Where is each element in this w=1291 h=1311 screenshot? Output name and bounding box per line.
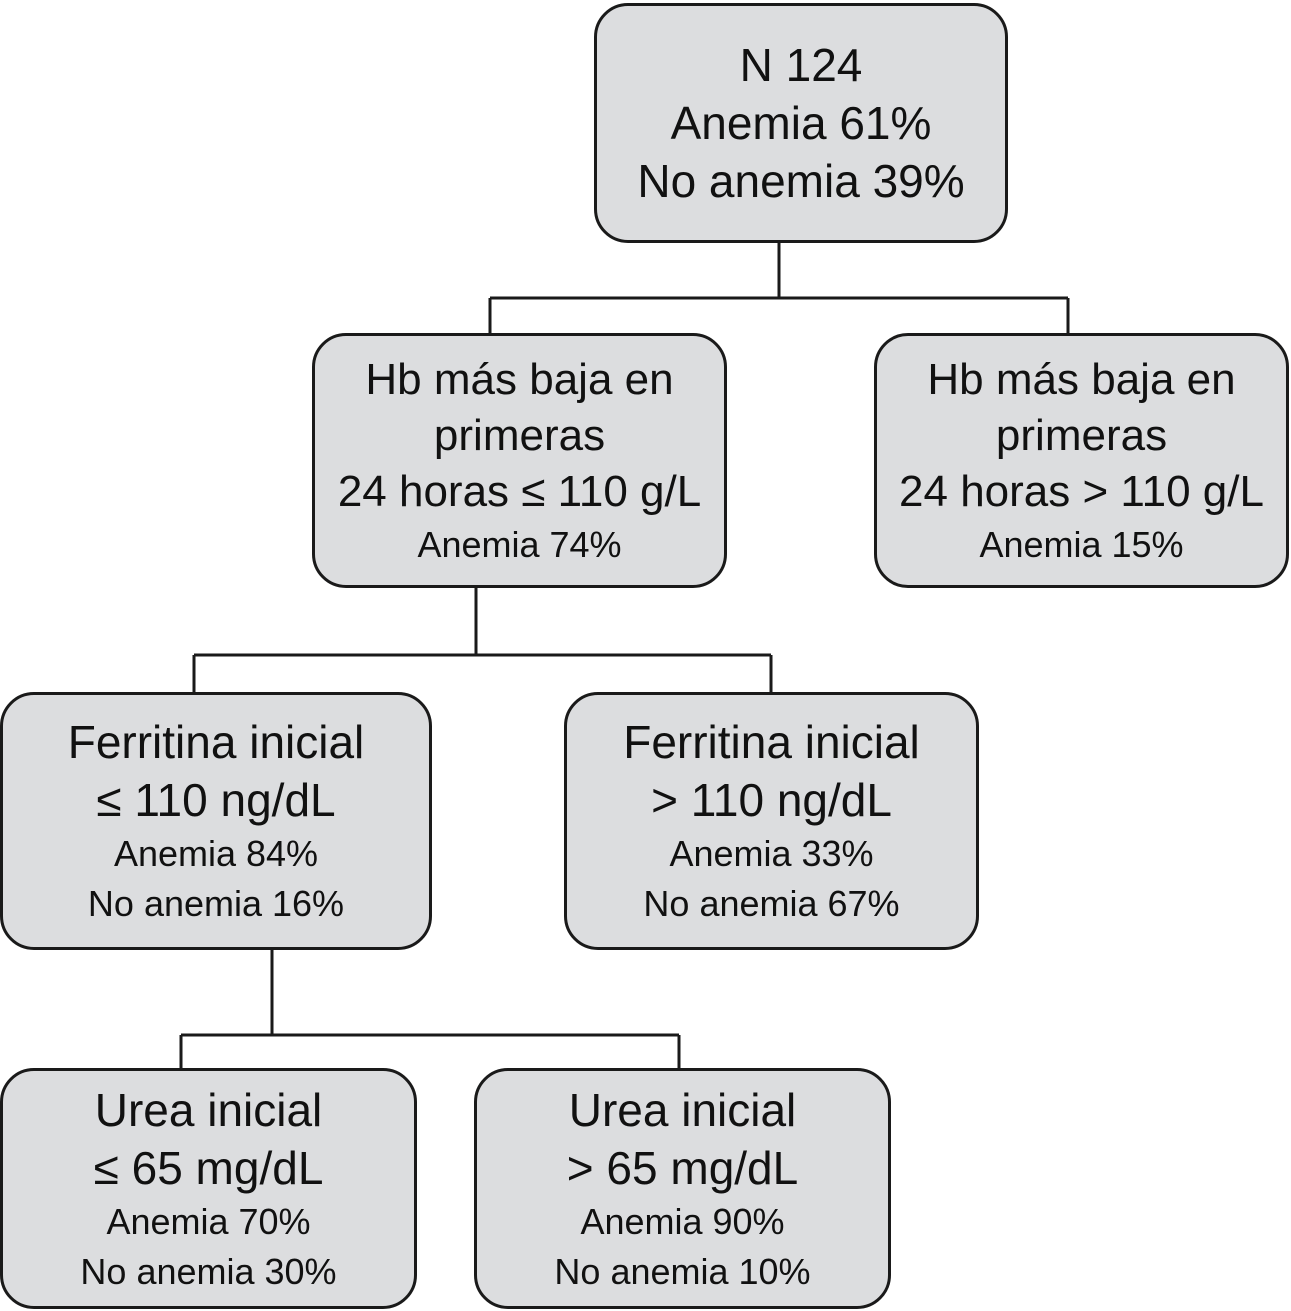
ferritin-low-no-anemia: No anemia 16% (87, 883, 345, 924)
urea-high-node: Urea inicial > 65 mg/dL Anemia 90% No an… (474, 1068, 891, 1309)
urea-low-anemia: Anemia 70% (106, 1200, 311, 1242)
ferritin-low-threshold: ≤ 110 ng/dL (96, 774, 336, 826)
urea-low-no-anemia: No anemia 30% (80, 1250, 337, 1292)
urea-high-threshold: > 65 mg/dL (566, 1141, 799, 1194)
ferritin-high-node: Ferritina inicial > 110 ng/dL Anemia 33%… (564, 692, 979, 950)
hb-high-label-2: primeras (995, 410, 1168, 460)
hb-low-anemia: Anemia 74% (417, 523, 622, 565)
hb-high-label-1: Hb más baja en (927, 354, 1236, 404)
ferritin-high-threshold: > 110 ng/dL (651, 774, 892, 826)
urea-low-label: Urea inicial (94, 1083, 323, 1136)
hb-low-node: Hb más baja en primeras 24 horas ≤ 110 g… (312, 333, 727, 588)
root-node: N 124 Anemia 61% No anemia 39% (594, 3, 1008, 243)
ferritin-high-anemia: Anemia 33% (669, 833, 874, 874)
root-total: N 124 (739, 39, 863, 91)
ferritin-low-label: Ferritina inicial (67, 716, 365, 768)
urea-low-threshold: ≤ 65 mg/dL (93, 1141, 324, 1194)
urea-low-node: Urea inicial ≤ 65 mg/dL Anemia 70% No an… (0, 1068, 417, 1309)
hb-low-threshold: 24 horas ≤ 110 g/L (337, 466, 702, 516)
root-no-anemia: No anemia 39% (637, 155, 965, 207)
ferritin-high-label: Ferritina inicial (623, 716, 920, 768)
urea-high-label: Urea inicial (568, 1083, 797, 1136)
hb-high-threshold: 24 horas > 110 g/L (899, 466, 1264, 516)
ferritin-low-anemia: Anemia 84% (113, 833, 319, 874)
ferritin-low-node: Ferritina inicial ≤ 110 ng/dL Anemia 84%… (0, 692, 432, 950)
hb-high-node: Hb más baja en primeras 24 horas > 110 g… (874, 333, 1289, 588)
urea-high-no-anemia: No anemia 10% (554, 1250, 811, 1292)
hb-high-anemia: Anemia 15% (979, 523, 1184, 565)
urea-high-anemia: Anemia 90% (580, 1200, 785, 1242)
hb-low-label-1: Hb más baja en (365, 354, 674, 404)
ferritin-high-no-anemia: No anemia 67% (643, 883, 900, 924)
root-anemia: Anemia 61% (670, 97, 932, 149)
hb-low-label-2: primeras (433, 410, 606, 460)
